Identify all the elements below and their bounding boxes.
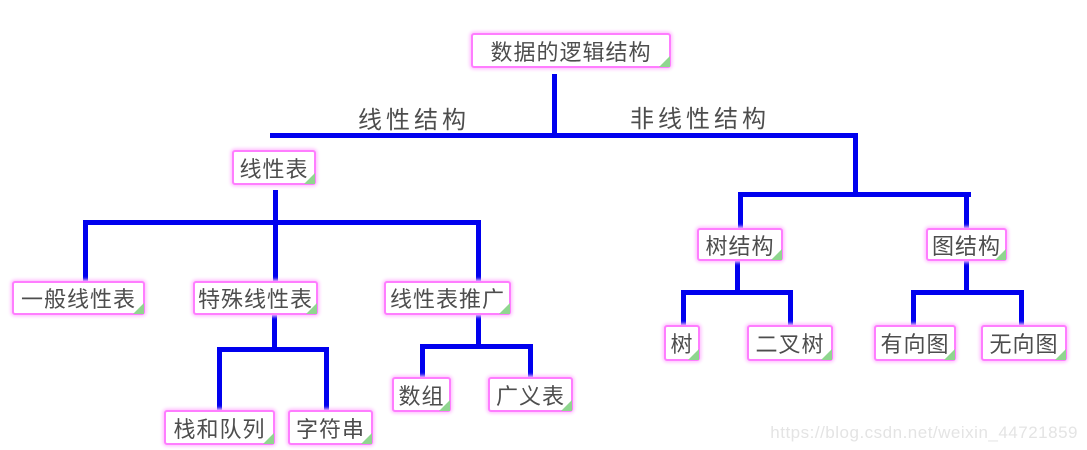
edge-general-linear-list-drop xyxy=(83,220,88,282)
expand-corner-icon xyxy=(659,56,670,67)
node-special-linear-list-label: 特殊线性表 xyxy=(197,287,313,312)
expand-corner-icon xyxy=(688,349,699,360)
expand-corner-icon xyxy=(361,433,372,444)
node-tree-structure: 树结构 xyxy=(697,228,783,261)
edge-label-nonlinear: 非线性结构 xyxy=(630,107,770,133)
node-root-label: 数据的逻辑结构 xyxy=(490,39,652,65)
edge-linear-list-extension-trunk xyxy=(476,315,481,347)
node-stack-and-queue-label: 栈和队列 xyxy=(173,416,266,442)
expand-corner-icon xyxy=(1055,349,1066,360)
node-graph-structure-label: 图结构 xyxy=(931,233,1001,259)
expand-corner-icon xyxy=(771,249,782,260)
edge-label-linear: 线性结构 xyxy=(358,108,470,134)
edge-tree-drop xyxy=(681,290,686,326)
node-undirected-graph: 无向图 xyxy=(981,325,1067,361)
node-special-linear-list: 特殊线性表 xyxy=(193,281,318,315)
edge-generalized-list-drop xyxy=(528,344,533,378)
edge-main-horizontal xyxy=(270,133,858,138)
expand-corner-icon xyxy=(306,303,317,314)
edge-linear-list-horizontal xyxy=(85,220,481,225)
expand-corner-icon xyxy=(561,400,572,411)
edge-graph-structure-horizontal xyxy=(911,290,1024,295)
node-tree-structure-label: 树结构 xyxy=(705,233,775,259)
edge-stack-and-queue-drop xyxy=(217,347,222,411)
node-generalized-list: 广义表 xyxy=(488,377,573,412)
edge-directed-graph-drop xyxy=(911,290,916,326)
edge-linear-list-trunk xyxy=(273,190,278,282)
node-graph-structure: 图结构 xyxy=(926,228,1007,261)
node-linear-list-extension-label: 线性表推广 xyxy=(389,287,505,312)
node-string-label: 字符串 xyxy=(295,416,365,442)
node-linear-list-extension: 线性表推广 xyxy=(384,281,511,315)
node-array: 数组 xyxy=(392,377,451,412)
node-linear-list-label: 线性表 xyxy=(239,156,309,182)
node-binary-tree: 二叉树 xyxy=(747,325,833,361)
edge-graph-structure-trunk xyxy=(964,261,969,292)
edge-string-drop xyxy=(324,347,329,411)
node-string: 字符串 xyxy=(288,410,373,445)
node-tree: 树 xyxy=(664,325,700,361)
node-directed-graph: 有向图 xyxy=(874,325,956,361)
expand-corner-icon xyxy=(263,433,274,444)
expand-corner-icon xyxy=(499,303,510,314)
edge-tree-structure-drop xyxy=(738,192,743,230)
expand-corner-icon xyxy=(133,303,144,314)
expand-corner-icon xyxy=(944,349,955,360)
expand-corner-icon xyxy=(995,249,1006,260)
node-general-linear-list: 一般线性表 xyxy=(12,281,145,315)
node-array-label: 数组 xyxy=(398,383,445,409)
node-stack-and-queue: 栈和队列 xyxy=(164,410,275,445)
edge-nonlinear-horizontal xyxy=(738,192,971,197)
expand-corner-icon xyxy=(304,173,315,184)
expand-corner-icon xyxy=(439,400,450,411)
edge-linear-list-extension-drop xyxy=(476,220,481,282)
node-tree-label: 树 xyxy=(670,332,694,357)
node-general-linear-list-label: 一般线性表 xyxy=(20,287,136,312)
node-directed-graph-label: 有向图 xyxy=(880,332,950,357)
edge-graph-structure-drop xyxy=(964,192,969,230)
node-generalized-list-label: 广义表 xyxy=(495,383,565,409)
node-binary-tree-label: 二叉树 xyxy=(755,332,825,357)
edge-linear-list-extension-horizontal xyxy=(420,344,533,349)
node-root: 数据的逻辑结构 xyxy=(471,33,671,68)
edge-tree-structure-horizontal xyxy=(681,290,793,295)
edge-special-linear-list-trunk xyxy=(272,315,277,349)
edge-nonlinear-vertical xyxy=(853,133,858,197)
edge-special-linear-list-horizontal xyxy=(217,347,329,352)
node-linear-list: 线性表 xyxy=(232,150,316,185)
watermark: https://blog.csdn.net/weixin_44721859 xyxy=(770,423,1078,442)
edge-undirected-graph-drop xyxy=(1019,290,1024,326)
edge-root-trunk xyxy=(552,74,557,134)
edge-array-drop xyxy=(420,344,425,378)
edge-binary-tree-drop xyxy=(788,290,793,326)
node-undirected-graph-label: 无向图 xyxy=(989,332,1059,357)
edge-tree-structure-trunk xyxy=(735,261,740,292)
expand-corner-icon xyxy=(821,349,832,360)
